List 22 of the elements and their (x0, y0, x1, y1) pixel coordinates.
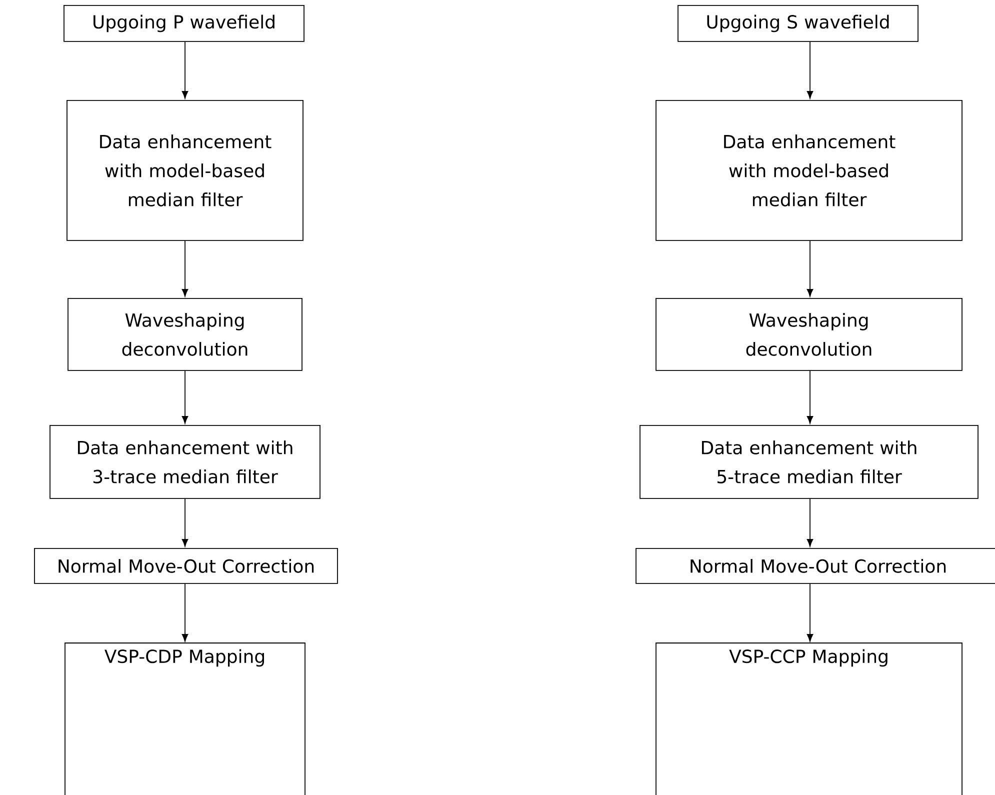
process-box: VSP-CDP Mapping (64, 642, 306, 795)
process-box: Data enhancement with model-based median filter (656, 100, 962, 241)
arrow (806, 41, 814, 99)
arrow (182, 240, 188, 297)
process-box: Waveshaping deconvolution (68, 298, 302, 371)
process-box: VSP-CCP Mapping (656, 642, 962, 795)
process-box: Upgoing P wavefield (64, 5, 304, 42)
process-box: Normal Move-Out Correction (636, 548, 995, 584)
arrow (182, 498, 188, 547)
arrow (806, 498, 814, 547)
arrow (182, 370, 188, 424)
process-box: Waveshaping deconvolution (656, 298, 962, 371)
arrow (806, 240, 814, 297)
process-box: Data enhancement with 3-trace median filter (50, 425, 320, 499)
arrow (182, 583, 188, 642)
process-box: Normal Move-Out Correction (34, 548, 338, 584)
arrow (182, 41, 188, 99)
arrow (806, 370, 814, 424)
process-box: Data enhancement with 5-trace median filter (640, 425, 978, 499)
process-box: Data enhancement with model-based median filter (66, 100, 304, 241)
process-box: Upgoing S wavefield (678, 5, 918, 42)
arrow (806, 583, 814, 642)
